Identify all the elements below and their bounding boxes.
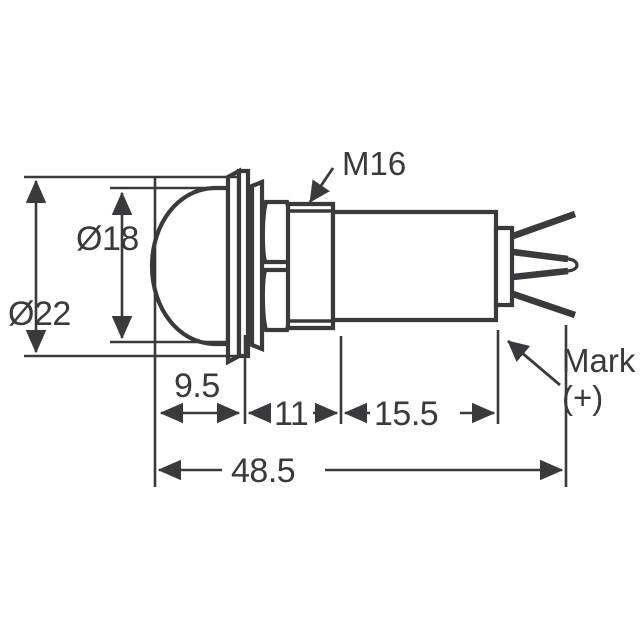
lock-washer xyxy=(249,178,265,353)
barrel-body xyxy=(330,209,499,323)
wire-lead-1 xyxy=(511,210,577,240)
wire-lead-3 xyxy=(512,267,569,281)
threaded-bushing xyxy=(285,201,336,331)
label-thread-m16: M16 xyxy=(342,145,406,182)
dim-label-thread-length: 11 xyxy=(274,395,308,433)
mounting-flange-body xyxy=(236,168,251,359)
wire-lead-4 xyxy=(511,290,577,319)
label-mark-line2: (+) xyxy=(562,379,603,416)
label-mark-line1: Mark xyxy=(562,342,636,379)
dim-label-diameter-lens: Ø18 xyxy=(76,220,139,258)
leader-m16 xyxy=(308,167,335,203)
product-outline xyxy=(149,167,579,366)
dim-label-lens-length: 9.5 xyxy=(174,367,220,405)
wire-leads xyxy=(511,210,579,319)
wire-lead-loop xyxy=(566,257,579,273)
dim-label-diameter-flange: Ø22 xyxy=(8,295,71,333)
dim-label-body-length: 15.5 xyxy=(374,395,438,433)
wire-lead-2 xyxy=(512,248,569,263)
end-cap xyxy=(493,225,515,308)
leader-mark xyxy=(507,339,561,387)
dome-lens-outline xyxy=(149,185,231,347)
dim-label-overall-length: 48.5 xyxy=(231,452,295,490)
